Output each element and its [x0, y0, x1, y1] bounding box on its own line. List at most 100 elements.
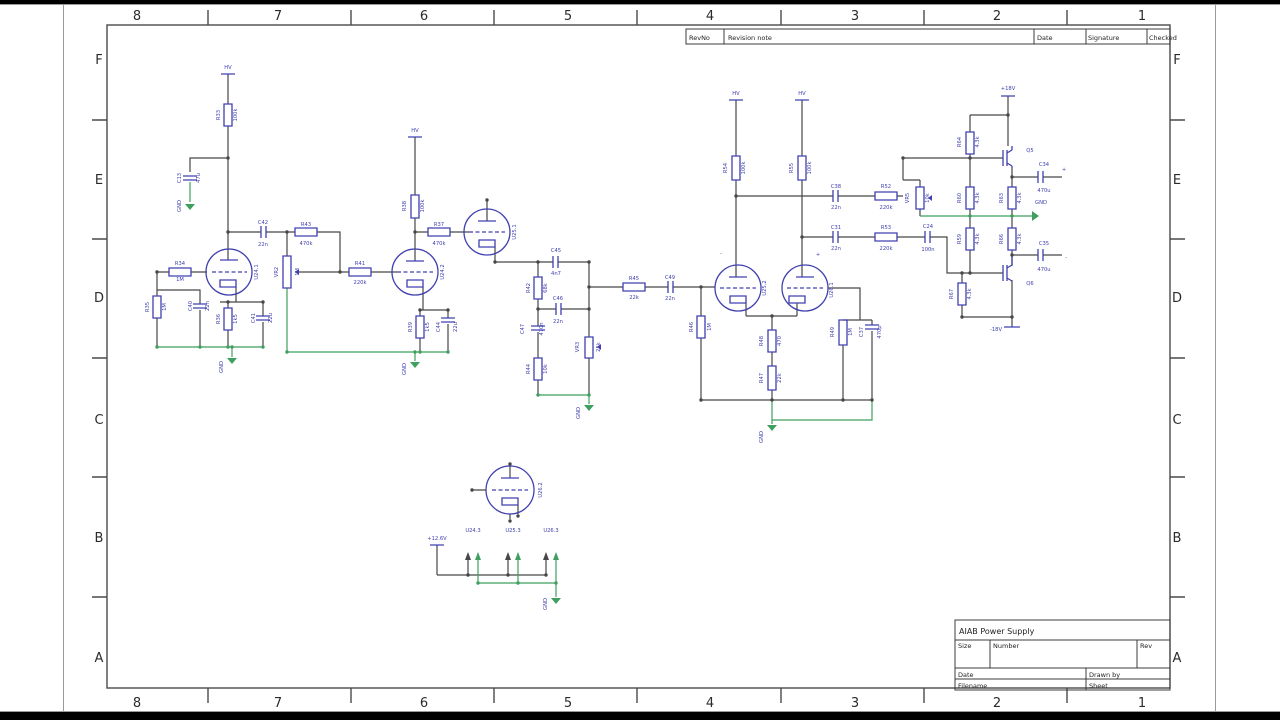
- junction-dot: [493, 260, 497, 264]
- junction-dot: [960, 315, 964, 319]
- schematic-label: 68k: [543, 283, 549, 293]
- junction-dot: [516, 514, 520, 518]
- schematic-label: 10k: [543, 364, 549, 374]
- revision-col-signature: Signature: [1088, 34, 1119, 42]
- frame-zone-label: 1: [1138, 9, 1146, 24]
- schematic-label: C47: [520, 324, 526, 334]
- schematic-label: +: [1062, 167, 1066, 173]
- frame-zone-label: 8: [133, 9, 141, 24]
- components-layer: [152, 73, 1044, 546]
- junction-dot: [508, 462, 512, 466]
- frame-zone-label: 1: [1138, 696, 1146, 711]
- signal-wires: [156, 74, 1062, 576]
- schematic-label: U26.3: [543, 528, 558, 534]
- junction-dot: [587, 393, 591, 397]
- schematic-label: R35: [145, 302, 151, 312]
- schematic-label: GND: [576, 407, 582, 419]
- schematic-label: 22k: [629, 295, 639, 301]
- transistor-q6: [1002, 255, 1013, 282]
- junction-dot: [155, 270, 159, 274]
- schematic-label: 1M: [162, 303, 168, 311]
- junction-dot: [554, 581, 558, 585]
- junction-dot: [544, 573, 548, 577]
- schematic-label: R48: [759, 336, 765, 346]
- schematic-label: C24: [923, 224, 934, 230]
- junction-dot: [226, 300, 230, 304]
- power-rail-bars: [221, 73, 1020, 546]
- schematic-label: 1k5: [233, 314, 239, 324]
- schematic-label: 470u: [1037, 188, 1050, 194]
- frame-zone-label: 5: [564, 696, 572, 711]
- junction-dot: [446, 350, 450, 354]
- frame-zone-label: A: [95, 651, 104, 666]
- junction-dot: [506, 573, 510, 577]
- schematic-label: +: [816, 252, 820, 258]
- schematic-label: 220k: [880, 205, 893, 211]
- junction-dot: [968, 156, 972, 160]
- revision-col-revno: RevNo: [689, 34, 710, 42]
- schematic-label: 220k: [354, 280, 367, 286]
- junction-dot: [446, 308, 450, 312]
- schematic-label: R43: [301, 222, 311, 228]
- schematic-label: R38: [402, 201, 408, 211]
- ground-junction-dots: [155, 214, 1014, 585]
- junction-dot: [587, 260, 591, 264]
- frame-zone-label: B: [95, 531, 104, 546]
- schematic-label: R37: [434, 222, 444, 228]
- junction-dot: [226, 230, 230, 234]
- schematic-label: R36: [216, 314, 222, 324]
- junction-dot: [285, 350, 289, 354]
- tube-cathodes: [219, 239, 806, 506]
- schematic-label: U26.1: [829, 282, 835, 297]
- schematic-label: C34: [1039, 162, 1050, 168]
- schematic-label: GND: [759, 431, 765, 443]
- schematic-label: 4.3k: [975, 192, 981, 203]
- junction-dot: [413, 230, 417, 234]
- junction-dot: [418, 350, 422, 354]
- title-block-rev-label: Rev: [1140, 642, 1152, 650]
- schematic-label: 4.3k: [967, 288, 973, 299]
- schematic-label: U25.2: [762, 280, 768, 295]
- frame-zone-label: 4: [706, 9, 714, 24]
- schematic-label: C38: [831, 184, 841, 190]
- schematic-label: U25.3: [505, 528, 520, 534]
- frame-zone-label: E: [1173, 173, 1181, 188]
- junction-dot: [516, 581, 520, 585]
- schematic-label: 22n: [258, 242, 268, 248]
- frame-zone-label: 2: [993, 696, 1001, 711]
- schematic-label: 470n: [539, 322, 545, 335]
- heater-pins: [465, 552, 559, 560]
- schematic-label: R47: [759, 373, 765, 383]
- schematic-label: 1k5: [425, 322, 431, 332]
- schematic-label: Q6: [1026, 281, 1033, 287]
- schematic-label: 4.3k: [975, 233, 981, 244]
- schematic-label: 470k: [433, 241, 446, 247]
- schematic-label: C40: [188, 301, 194, 311]
- junction-dot: [1010, 175, 1014, 179]
- frame-zone-label: D: [94, 291, 104, 306]
- frame-zone-label: D: [1172, 291, 1182, 306]
- schematic-label: 470k: [300, 241, 313, 247]
- schematic-label: GND: [219, 361, 225, 373]
- frame-zone-label: C: [94, 413, 103, 428]
- schematic-label: GND: [543, 598, 549, 610]
- frame-zone-label: 5: [564, 9, 572, 24]
- capacitors-series: [260, 171, 1044, 315]
- junction-dot: [476, 581, 480, 585]
- schematic-label: U24.3: [465, 528, 480, 534]
- junction-dot: [226, 345, 230, 349]
- schematic-label: 1M: [707, 323, 713, 331]
- junction-dot: [285, 230, 289, 234]
- schematic-label: -: [720, 251, 722, 257]
- revision-col-checked: Checked: [1149, 34, 1177, 42]
- schematic-label: R66: [999, 234, 1005, 244]
- schematic-label: HV: [732, 91, 740, 97]
- schematic-label: 22u: [453, 322, 459, 332]
- title-block-date-label: Date: [958, 671, 974, 679]
- junction-dot: [198, 345, 202, 349]
- schematic-label: 220k: [880, 246, 893, 252]
